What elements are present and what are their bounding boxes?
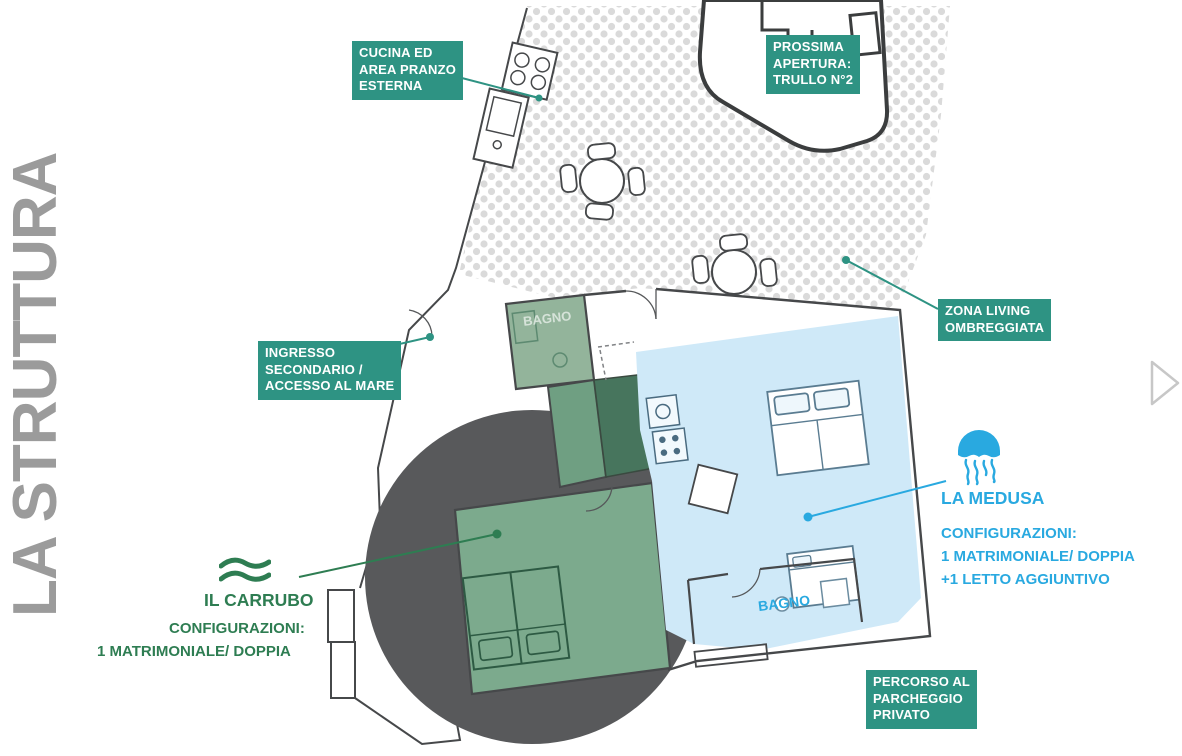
- pillow: [813, 387, 851, 411]
- chair: [627, 166, 646, 196]
- carrubo-config-line: 1 MATRIMONIALE/ DOPPIA: [97, 643, 291, 660]
- callout-zona-living: ZONA LIVING OMBREGGIATA: [938, 299, 1052, 342]
- page-title: LA STRUTTURA: [1, 152, 70, 617]
- sink: [552, 352, 568, 368]
- medusa-table: [687, 463, 739, 515]
- medusa-config-line-2: +1 LETTO AGGIUNTIVO: [941, 571, 1110, 588]
- dining-table-1: [559, 142, 646, 221]
- pillow: [773, 392, 811, 416]
- chair: [559, 163, 578, 193]
- callout-prossima-apertura: PROSSIMA APERTURA: TRULLO N°2: [766, 35, 861, 94]
- table-top: [711, 249, 757, 295]
- building-walls: [583, 287, 932, 672]
- pillow: [525, 630, 561, 656]
- chair: [587, 142, 617, 161]
- carrubo-config-heading: CONFIGURAZIONI:: [169, 620, 305, 637]
- medusa-config-heading: CONFIGURAZIONI:: [941, 525, 1077, 542]
- leader-zona-living: [842, 256, 939, 310]
- sink-counter: [472, 87, 530, 169]
- carob-leaves-icon: [218, 554, 272, 593]
- chair: [691, 254, 710, 284]
- carrubo-unit: [453, 293, 672, 696]
- chevron-right-icon[interactable]: [1149, 359, 1182, 414]
- dining-table-2: [691, 233, 778, 312]
- entry-step: [693, 643, 769, 668]
- shower: [511, 309, 539, 345]
- shower: [819, 577, 851, 609]
- leader-carrubo: [298, 529, 502, 578]
- carrubo-double-bed: [461, 565, 571, 671]
- medusa-config-line-1: 1 MATRIMONIALE/ DOPPIA: [941, 548, 1135, 565]
- medusa-name: LA MEDUSA: [941, 488, 1045, 508]
- leader-medusa: [803, 480, 947, 522]
- chair: [584, 202, 614, 221]
- medusa-unit: [636, 316, 921, 668]
- callout-percorso-parcheggio: PERCORSO AL PARCHEGGIO PRIVATO: [866, 670, 978, 729]
- leader-cucina: [457, 76, 543, 102]
- callout-ingresso-secondario: INGRESSO SECONDARIO / ACCESSO AL MARE: [258, 341, 402, 400]
- kitchenette: [645, 393, 689, 465]
- chair: [719, 233, 749, 252]
- sink: [774, 596, 790, 612]
- table-top: [579, 158, 625, 204]
- carrubo-bathroom-room: [504, 293, 596, 391]
- medusa-double-bed: [766, 379, 870, 477]
- chair: [759, 257, 778, 287]
- medusa-bathroom: [686, 557, 864, 645]
- callout-cucina: CUCINA ED AREA PRANZO ESTERNA: [352, 41, 464, 100]
- carrubo-name: IL CARRUBO: [204, 590, 314, 610]
- carrubo-bedroom: [453, 481, 672, 696]
- sink-basin: [485, 95, 523, 138]
- pillow: [477, 636, 514, 662]
- door-arcs: [408, 289, 761, 598]
- jellyfish-icon: [956, 430, 1004, 491]
